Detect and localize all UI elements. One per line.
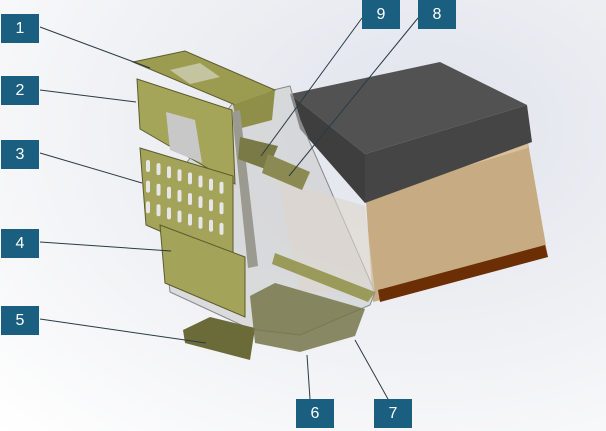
callout-6: 6 — [296, 399, 334, 428]
bottom-plates — [250, 283, 365, 352]
grille-slot — [188, 172, 192, 185]
grille-slot — [156, 204, 161, 217]
grille-slot — [219, 222, 224, 235]
grille-slot — [188, 193, 192, 205]
top-frame — [131, 50, 277, 129]
grille-slot — [177, 189, 182, 202]
callout-5: 5 — [1, 306, 39, 335]
grille-slot — [156, 183, 161, 196]
callout-8: 8 — [418, 0, 456, 29]
grille-slot — [146, 201, 150, 214]
grille-slot — [167, 166, 171, 179]
grille-slot — [198, 196, 203, 209]
callout-9: 9 — [362, 0, 400, 29]
leader-lines — [39, 17, 419, 400]
roller-7 — [272, 253, 375, 302]
callout-3: 3 — [1, 140, 39, 169]
callout-1: 1 — [1, 14, 39, 43]
grille-slot — [177, 210, 182, 223]
grille-slot — [146, 180, 150, 193]
grille-slot — [167, 186, 171, 199]
window-opening — [166, 112, 202, 163]
grille-slot — [188, 213, 192, 226]
grille-slot — [198, 175, 203, 188]
storage-box — [290, 62, 548, 302]
roller-8 — [262, 154, 310, 190]
callout-7: 7 — [374, 399, 412, 428]
grille-slot — [146, 160, 150, 172]
grille-slot — [198, 216, 203, 229]
callout-2: 2 — [1, 76, 39, 105]
grille-slot — [156, 163, 161, 176]
bottom-tray — [183, 317, 255, 360]
grille-slot — [209, 178, 213, 191]
callout-4: 4 — [1, 229, 39, 258]
grille-slot — [209, 199, 213, 212]
grille-slot — [219, 202, 224, 215]
grille-slot — [177, 169, 182, 182]
grille-slot — [219, 181, 224, 194]
frame-post — [232, 110, 258, 268]
lower-panel — [159, 224, 246, 318]
grille-slot — [209, 219, 213, 232]
grille-slot — [167, 207, 171, 220]
